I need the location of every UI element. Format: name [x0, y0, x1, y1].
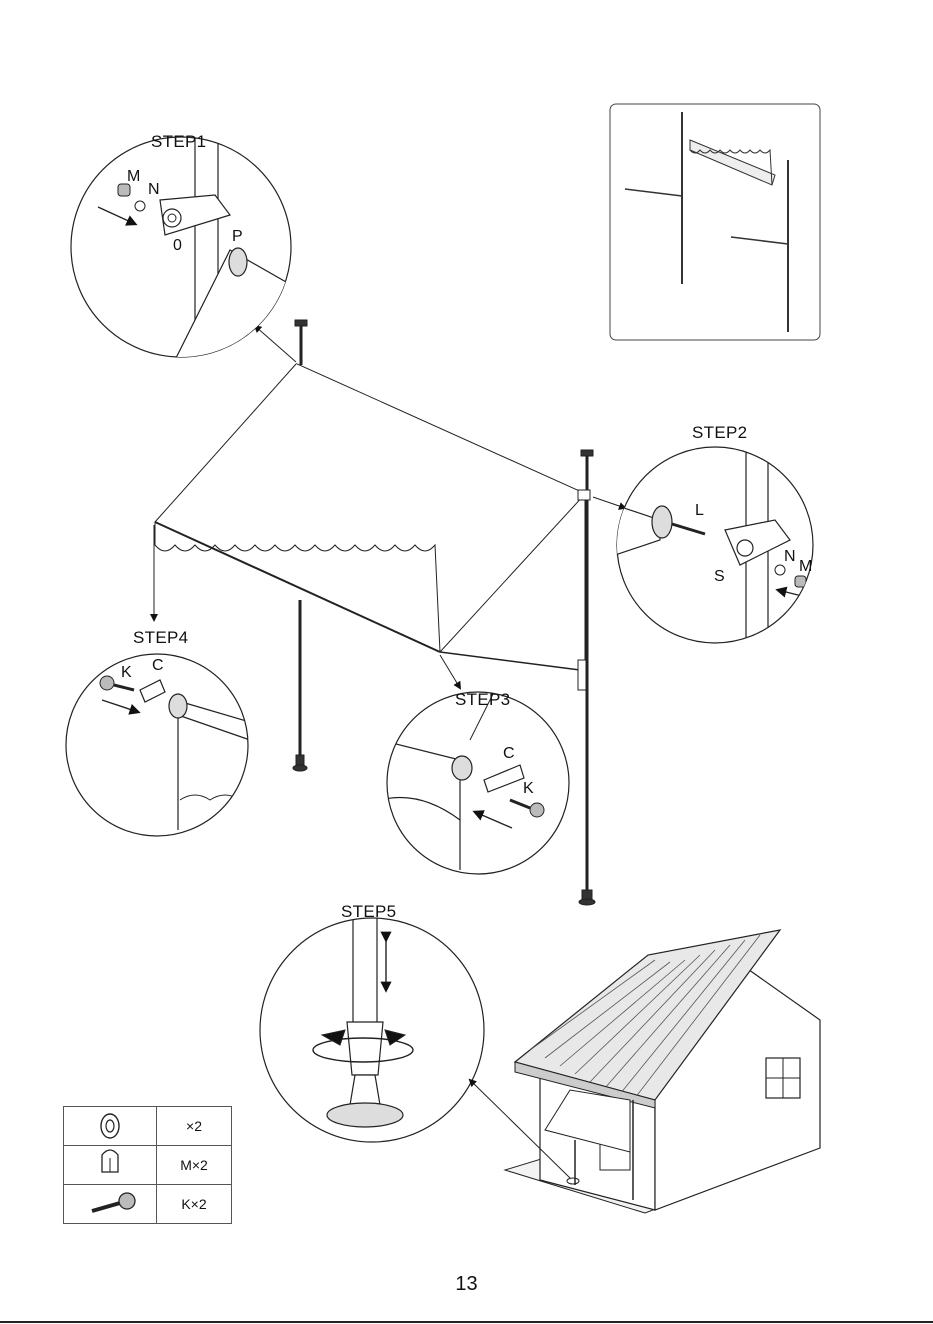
part-label-o: 0: [173, 237, 182, 255]
part-label-c4: C: [152, 657, 164, 675]
parts-icon-cell: [64, 1185, 157, 1224]
part-label-m: M: [127, 168, 140, 186]
part-label-k3: K: [523, 780, 534, 798]
part-label-p: P: [232, 228, 243, 246]
parts-quantity: K×2: [157, 1185, 232, 1224]
step4-detail: [66, 654, 260, 836]
part-label-n2: N: [784, 548, 796, 566]
step3-title: STEP3: [455, 690, 510, 710]
parts-quantity: ×2: [157, 1107, 232, 1146]
overview-inset: [610, 104, 820, 340]
step5-title: STEP5: [341, 902, 396, 922]
table-row: M×2: [64, 1146, 232, 1185]
step1-detail: [71, 130, 300, 370]
part-label-m2: M: [799, 558, 812, 576]
step1-title: STEP1: [151, 132, 206, 152]
part-label-n: N: [148, 181, 160, 199]
parts-table: ×2 M×2 K×2: [63, 1106, 232, 1224]
part-label-c3: C: [503, 745, 515, 763]
part-label-s: S: [714, 568, 725, 586]
part-label-l: L: [695, 502, 704, 520]
step4-title: STEP4: [133, 628, 188, 648]
page-number: 13: [0, 1273, 933, 1296]
step3-detail: [380, 690, 569, 874]
table-row: K×2: [64, 1185, 232, 1224]
step5-detail: [260, 915, 484, 1142]
bottom-rule: [0, 1321, 933, 1323]
house-illustration: [470, 930, 820, 1213]
part-label-k4: K: [121, 664, 132, 682]
step2-detail: [600, 440, 813, 650]
table-row: ×2: [64, 1107, 232, 1146]
parts-icon-cell: [64, 1107, 157, 1146]
parts-icon-cell: [64, 1146, 157, 1185]
step2-title: STEP2: [692, 423, 747, 443]
parts-quantity: M×2: [157, 1146, 232, 1185]
